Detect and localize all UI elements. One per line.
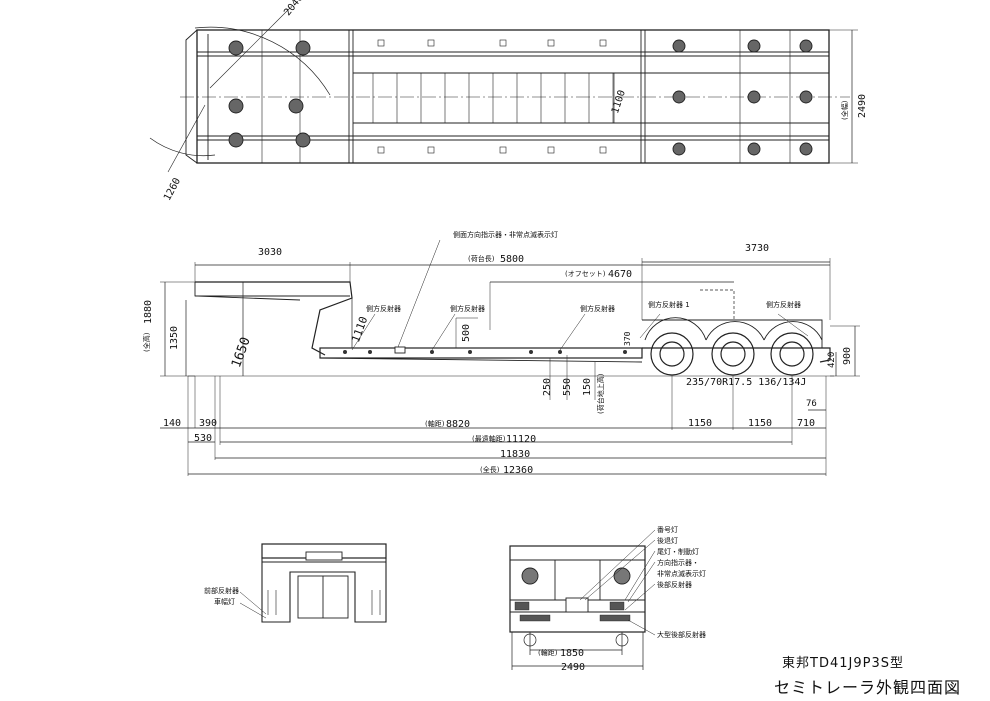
dim-2490-note: (全幅) [841, 100, 849, 120]
label-side-reflector-c: 側方反射器 [580, 305, 615, 313]
wheelbase-label: (軸距) [425, 420, 445, 428]
overall-length-label: (全長) [480, 466, 500, 474]
min-turn-label: (最遠軸距) [472, 435, 506, 443]
dim-76: 76 [806, 399, 817, 409]
rear-label-2: 尾灯・制動灯 [657, 548, 699, 556]
dim-150: 150 [582, 377, 593, 396]
dim-1150-a: 1150 [688, 418, 713, 429]
top-view [149, 7, 858, 173]
label-side-reflector-1: 側方反射器 1 [648, 301, 690, 309]
deck-length-label: (荷台長) [468, 255, 495, 263]
front-view [239, 543, 387, 623]
tread-label: (輪距) [538, 649, 558, 657]
dim-390: 390 [199, 418, 218, 429]
rear-label-1: 後退灯 [657, 537, 678, 545]
offset: 4670 [608, 269, 633, 280]
side-view [160, 239, 860, 400]
offset-label: (オフセット) [565, 270, 606, 278]
dim-370: 370 [623, 331, 632, 346]
ground-note: (荷台地上高) [597, 373, 605, 414]
bottom-dimensions [160, 376, 827, 476]
label-side-turn-signal: 側面方向指示器・非常点滅表示灯 [453, 231, 558, 239]
drawing-title: セミトレーラ外観四面図 [774, 678, 962, 697]
dim-3030: 3030 [258, 247, 283, 258]
dim-2490-top: 2490 [857, 93, 868, 118]
vehicle-light-label: 車幅灯 [214, 598, 235, 606]
dim-550: 550 [562, 377, 573, 396]
label-side-reflector-a: 側方反射器 [366, 305, 401, 313]
dim-500: 500 [461, 323, 472, 342]
min-turn: 11120 [506, 434, 537, 445]
overall-height-label: (全高) [143, 332, 151, 352]
tread: 1850 [560, 648, 585, 659]
dim-250: 250 [542, 377, 553, 396]
rear-view [509, 529, 656, 670]
rear-label-5: 後部反射器 [657, 581, 692, 589]
rear-label-0: 番号灯 [657, 526, 678, 534]
label-side-reflector-b: 側方反射器 [450, 305, 485, 313]
dim-900: 900 [842, 346, 853, 365]
overall-length: 12360 [503, 465, 534, 476]
big-rear-reflector-label: 大型後部反射器 [657, 631, 706, 639]
rear-light-labels: 番号灯 後退灯 尾灯・制動灯 方向指示器・ 非常点滅表示灯 後部反射器 [657, 525, 706, 591]
deck-length: 5800 [500, 254, 525, 265]
rear-label-3: 方向指示器・ [657, 559, 699, 567]
dim-11830: 11830 [500, 449, 531, 460]
overall-height: 1880 [143, 299, 154, 324]
dim-3730: 3730 [745, 243, 770, 254]
dim-1350: 1350 [169, 325, 180, 350]
dim-710: 710 [797, 418, 816, 429]
rear-label-4: 非常点滅表示灯 [657, 570, 706, 578]
rear-width: 2490 [561, 662, 586, 673]
model-name: 東邦TD41J9P3S型 [782, 656, 904, 671]
tire-size: 235/70R17.5 136/134J [686, 377, 807, 388]
dim-530: 530 [194, 433, 213, 444]
label-side-reflector-d: 側方反射器 [766, 301, 801, 309]
dim-420: 420 [827, 351, 837, 368]
front-reflector-label: 前部反射器 [204, 587, 239, 595]
wheelbase: 8820 [446, 419, 471, 430]
dim-140: 140 [163, 418, 182, 429]
dim-1150-b: 1150 [748, 418, 773, 429]
